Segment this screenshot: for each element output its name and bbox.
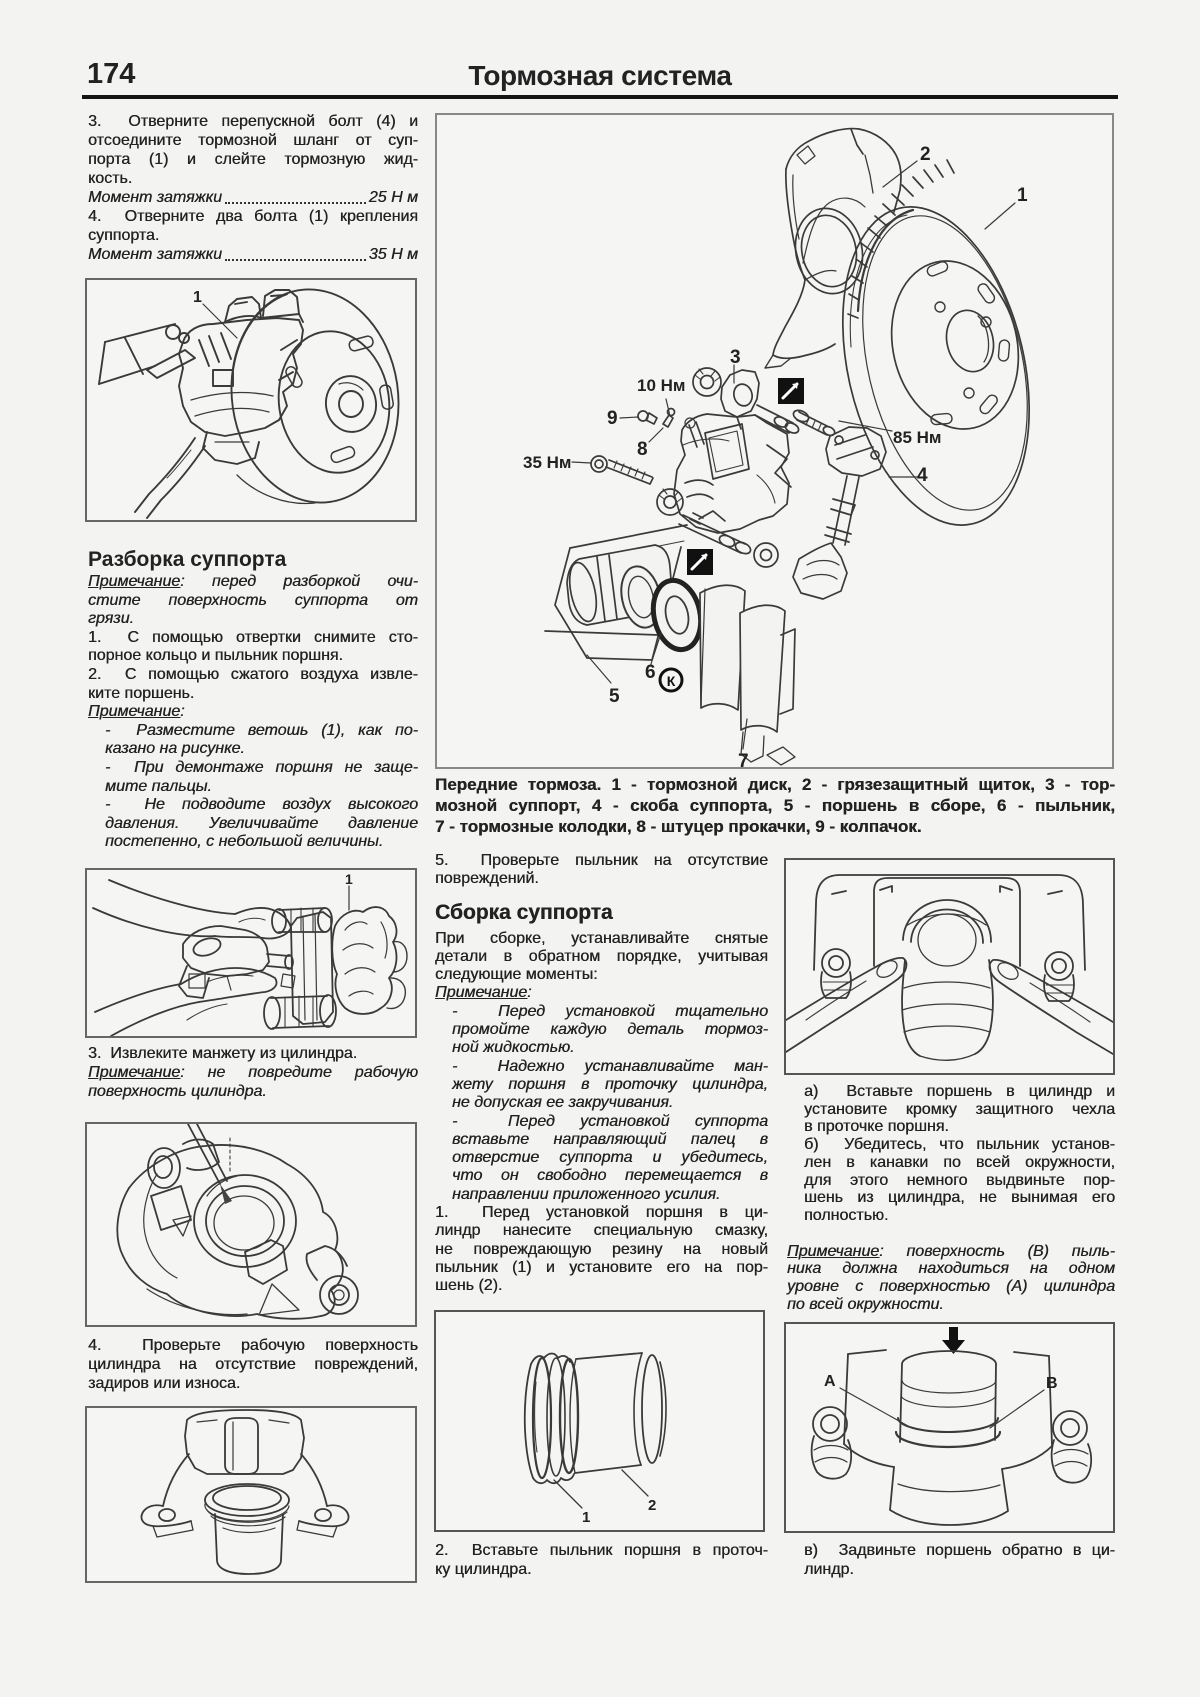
svg-text:A: A [824,1373,836,1390]
svg-text:1: 1 [193,289,202,306]
svg-text:7: 7 [738,751,749,767]
svg-text:4: 4 [917,465,928,486]
svg-text:35 Нм: 35 Нм [523,453,572,472]
svg-text:9: 9 [607,408,618,429]
svg-text:1: 1 [582,1509,590,1526]
svg-text:1: 1 [1017,185,1028,206]
svg-text:8: 8 [637,439,648,460]
svg-text:1: 1 [345,871,353,887]
svg-text:B: B [1046,1375,1058,1392]
svg-text:10 Нм: 10 Нм [637,376,686,395]
svg-text:К: К [667,673,676,689]
svg-text:85 Нм: 85 Нм [893,428,942,447]
svg-text:2: 2 [920,144,931,165]
svg-text:2: 2 [648,1497,656,1514]
svg-text:6: 6 [645,662,656,683]
svg-text:3: 3 [730,347,741,368]
svg-text:5: 5 [609,686,620,707]
